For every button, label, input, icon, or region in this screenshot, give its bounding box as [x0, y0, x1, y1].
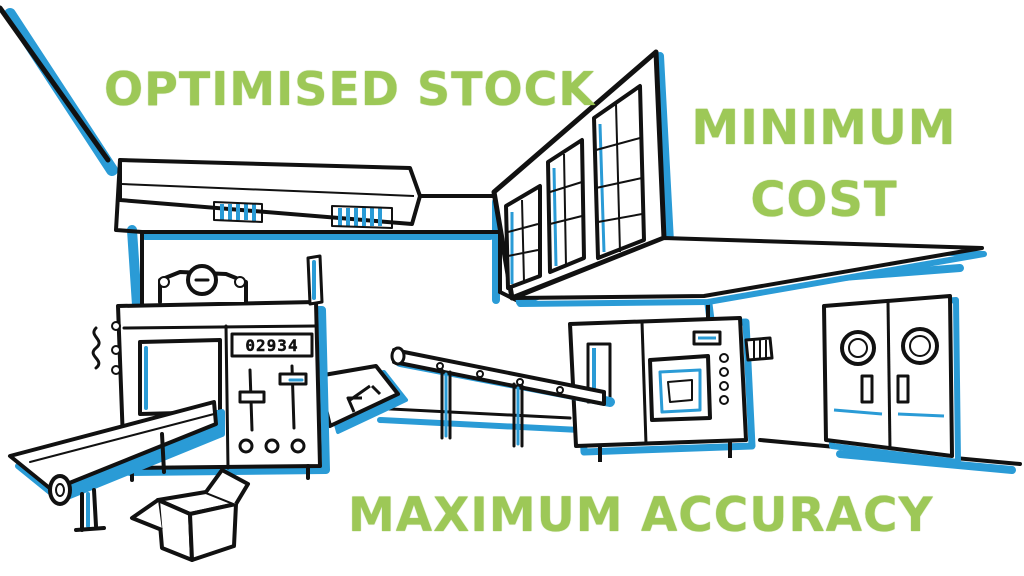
counter-readout: 02934: [245, 336, 298, 355]
double-doors: [822, 294, 961, 465]
minimum-cost-line-1: MINIMUM: [691, 100, 957, 156]
optimised-stock-caption: OPTIMISED STOCK: [104, 62, 595, 116]
ceiling-overhang: [512, 236, 987, 307]
middle-conveyor: [390, 346, 615, 448]
ceiling-light-fixture: [118, 158, 422, 229]
ceiling-window-panel: [491, 49, 674, 306]
maximum-accuracy-caption: MAXIMUM ACCURACY: [348, 488, 934, 543]
left-conveyor: [8, 400, 225, 532]
right-machine: [568, 316, 774, 462]
recycle-chute: [316, 364, 408, 434]
minimum-cost-line-2: COST: [750, 172, 898, 228]
minimum-cost-caption: MINIMUM COST: [684, 92, 964, 236]
open-box: [130, 468, 250, 562]
